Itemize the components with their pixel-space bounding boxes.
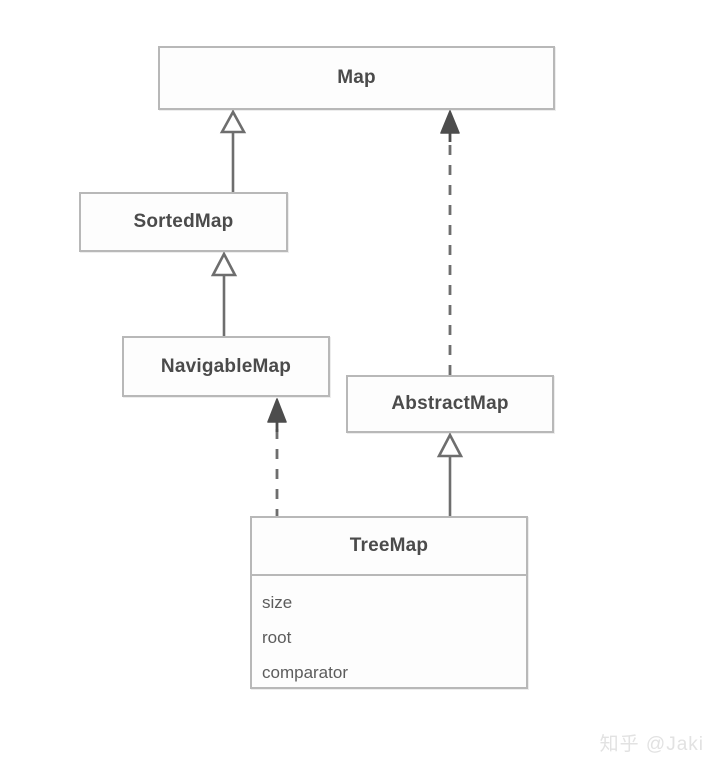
solid-arrowhead-icon [267,398,287,423]
relationship-treemap-implements-navigablemap [267,398,287,519]
relationship-treemap-extends-abstractmap [436,432,464,519]
relationship-abstractmap-implements-map [440,110,460,375]
uml-class-title: AbstractMap [391,393,509,414]
uml-class-treemap[interactable]: TreeMap size root comparator [250,516,528,689]
uml-attribute-item: comparator [262,663,348,682]
uml-class-title: SortedMap [133,211,234,232]
hollow-triangle-arrowhead-icon [219,109,247,134]
uml-attribute-compartment: size root comparator [252,574,526,693]
uml-class-title: Map [337,67,376,88]
uml-class-navigablemap[interactable]: NavigableMap [122,336,330,397]
uml-attribute-item: size [262,593,293,612]
uml-class-abstractmap[interactable]: AbstractMap [346,375,554,433]
hollow-triangle-arrowhead-icon [436,432,464,458]
relationship-sortedmap-extends-map [219,109,247,192]
uml-attribute-item: root [262,628,292,647]
watermark: 知乎 @Jaki [599,734,704,755]
uml-class-title: NavigableMap [160,355,292,377]
hollow-triangle-arrowhead-icon [210,251,238,277]
uml-class-title: TreeMap [349,535,429,556]
solid-arrowhead-icon [440,110,460,134]
uml-class-sortedmap[interactable]: SortedMap [79,192,288,252]
uml-class-map[interactable]: Map [158,46,555,110]
relationship-navigablemap-extends-sortedmap [210,251,238,336]
